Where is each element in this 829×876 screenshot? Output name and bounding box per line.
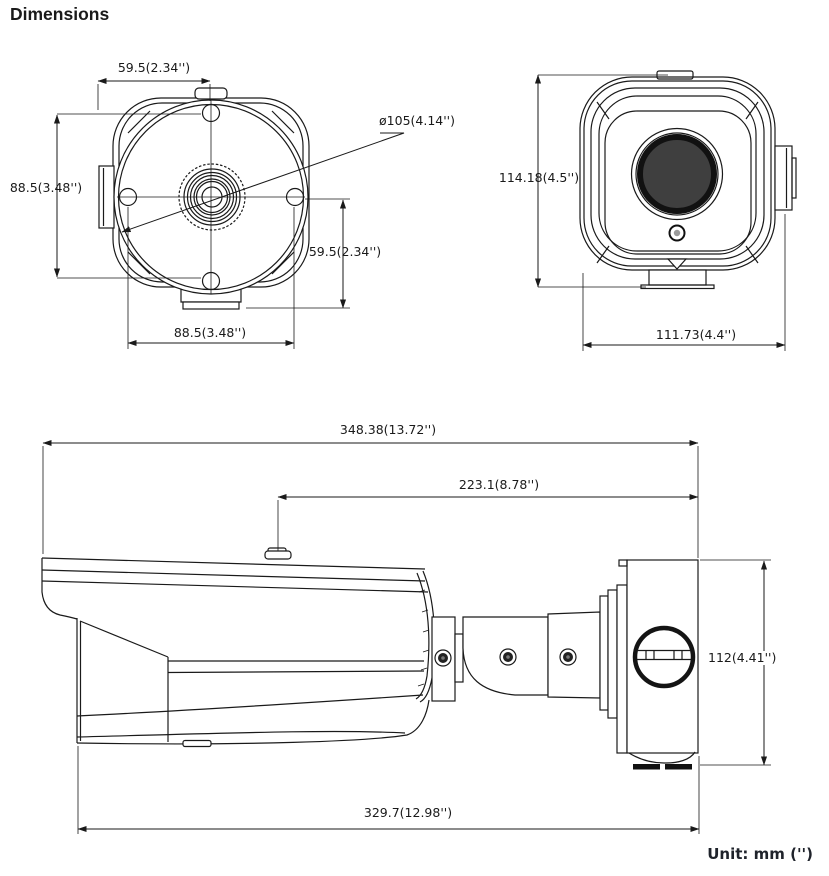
dim-side-upper-length: 223.1(8.78''): [458, 477, 540, 492]
dim-rear-left-height: 88.5(3.48''): [9, 180, 83, 195]
dim-front-height: 114.18(4.5''): [498, 170, 580, 185]
dim-rear-bottom-width: 88.5(3.48''): [173, 325, 247, 340]
arm-screws: [434, 648, 577, 667]
side-view-dimension-lines: [42, 439, 771, 834]
dim-side-overall-length: 348.38(13.72''): [339, 422, 437, 437]
front-view-drawing: [579, 70, 797, 290]
page-title: Dimensions: [10, 4, 110, 24]
dim-rear-diameter: ø105(4.14''): [379, 113, 455, 128]
dim-rear-right-height: 59.5(2.34''): [308, 244, 382, 259]
dim-side-junction-box-height: 112(4.41''): [706, 650, 779, 665]
dim-rear-top-width: 59.5(2.34''): [117, 60, 191, 75]
unit-note: Unit: mm (''): [707, 845, 813, 863]
side-view-drawing: [41, 547, 699, 770]
rear-view-drawing: [98, 87, 310, 310]
front-view-dimension-lines: [534, 74, 786, 351]
rear-view-dimension-lines: [53, 77, 405, 349]
dim-front-width: 111.73(4.4''): [655, 327, 737, 342]
dim-side-body-length: 329.7(12.98''): [363, 805, 453, 820]
